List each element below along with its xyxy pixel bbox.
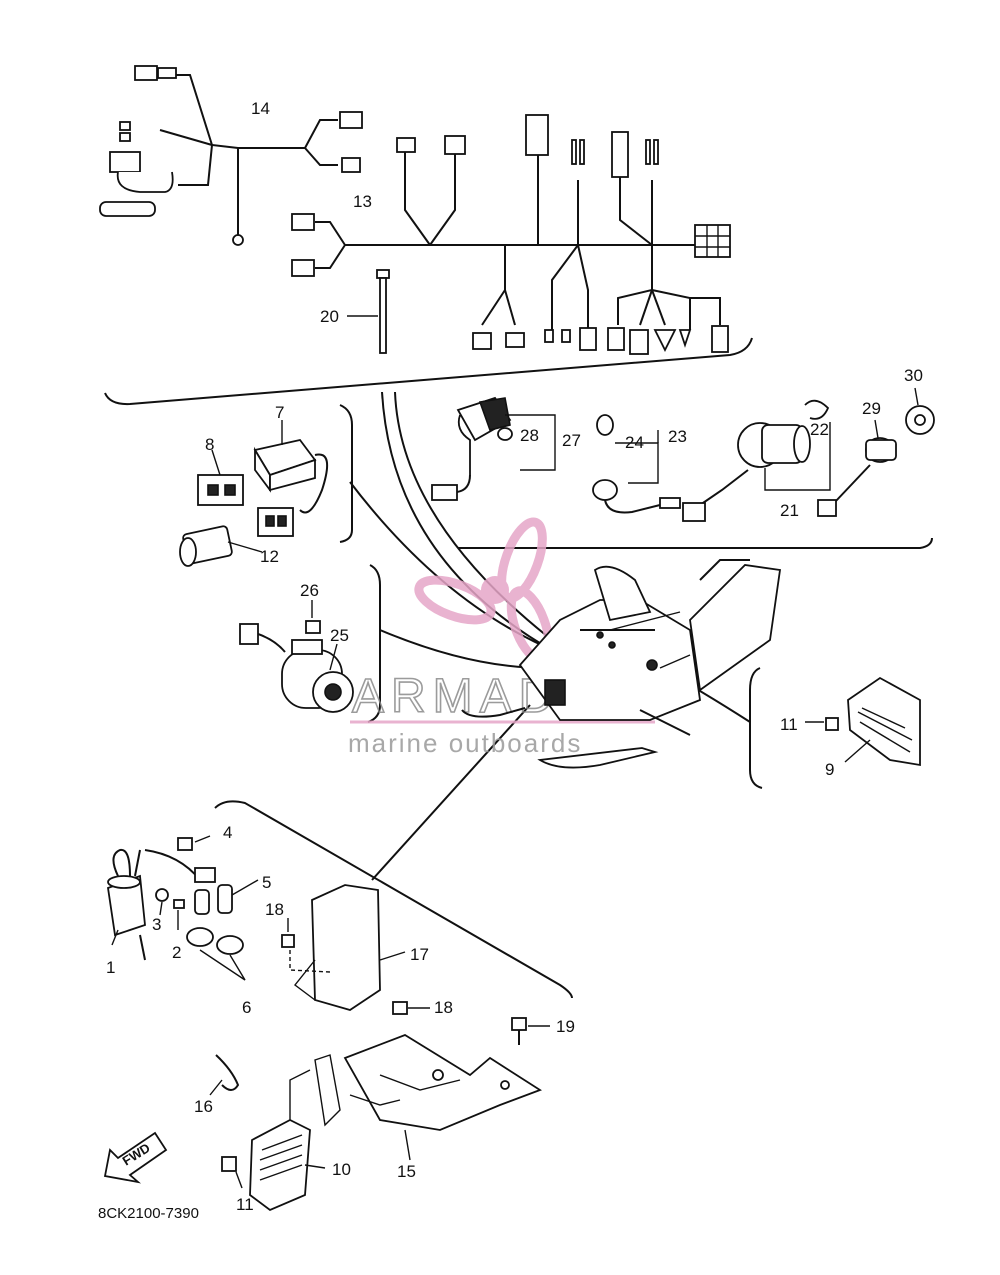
callout-1: 1: [106, 958, 115, 977]
propeller-hub: [481, 576, 509, 604]
callout-13: 13: [353, 192, 372, 211]
bulb-socket-23: [592, 414, 681, 514]
callout-17: 17: [410, 945, 429, 964]
cap-12: [179, 525, 263, 567]
callout-11-right: 11: [780, 715, 798, 734]
callout-12: 12: [260, 547, 279, 566]
washer-3: [155, 888, 169, 916]
callout-25: 25: [330, 626, 349, 645]
fwd-arrow-icon: FWD: [103, 1131, 168, 1184]
cover-17: [289, 884, 406, 1011]
callout-19: 19: [556, 1017, 575, 1036]
callout-26: 26: [300, 581, 319, 600]
callout-2: 2: [172, 943, 181, 962]
callout-8: 8: [205, 435, 214, 454]
callout-16: 16: [194, 1097, 213, 1116]
callout-5: 5: [262, 873, 271, 892]
knob-30: [905, 387, 935, 435]
grommet-6: [186, 927, 246, 981]
callout-28: 28: [520, 426, 539, 445]
connector-plug: [257, 507, 294, 537]
screw-2: [173, 899, 185, 930]
bracket-15: [314, 1034, 542, 1161]
clamp-16: [209, 1054, 240, 1096]
nut-26: [305, 600, 321, 634]
callout-21: 21: [780, 501, 799, 520]
plug-cap-4: [144, 835, 216, 883]
starter-25: [239, 623, 354, 713]
callout-4: 4: [223, 823, 232, 842]
bolt-19: [511, 1017, 550, 1045]
watermark-tagline: marine outboards: [348, 728, 582, 758]
lamp-socket-27: [431, 396, 556, 501]
propeller-blade-left: [414, 575, 496, 625]
watermark-logo: ARMADA marine outboards: [348, 517, 655, 758]
rectifier-regulator-10: [249, 1069, 326, 1212]
callout-7: 7: [275, 403, 284, 422]
nut-18-right: [392, 1001, 430, 1015]
callout-10: 10: [332, 1160, 351, 1179]
diagram-code: 8CK2100-7390: [98, 1205, 199, 1222]
callout-18-right: 18: [434, 998, 453, 1017]
spark-plug-5: [194, 879, 259, 915]
callout-23: 23: [668, 427, 687, 446]
callout-27: 27: [562, 431, 581, 450]
cdi-unit-7: [253, 420, 329, 514]
wire-harness-14: [99, 65, 363, 246]
bolt-11-bottom: [221, 1156, 243, 1189]
switch-29: [817, 419, 897, 517]
callout-14: 14: [251, 99, 270, 118]
wire-harness-13: [291, 114, 731, 355]
regulator-9: [844, 676, 921, 767]
callout-6: 6: [242, 998, 251, 1017]
callout-15: 15: [397, 1162, 416, 1181]
callout-18-left: 18: [265, 900, 284, 919]
callout-22: 22: [810, 420, 829, 439]
ignition-coil-1: [107, 848, 146, 961]
callout-11-bottom: 11: [236, 1195, 254, 1214]
relay-connector-8: [197, 449, 244, 506]
callout-9: 9: [825, 760, 834, 779]
callout-24: 24: [625, 433, 644, 452]
nut-18-left: [281, 918, 295, 948]
main-switch-21: [682, 399, 831, 522]
cable-tie-20: [347, 269, 390, 354]
callout-30: 30: [904, 366, 923, 385]
callout-29: 29: [862, 399, 881, 418]
callout-20: 20: [320, 307, 339, 326]
bolt-11-right: [805, 717, 839, 731]
snowmobile-body: [461, 559, 782, 769]
callout-3: 3: [152, 915, 161, 934]
